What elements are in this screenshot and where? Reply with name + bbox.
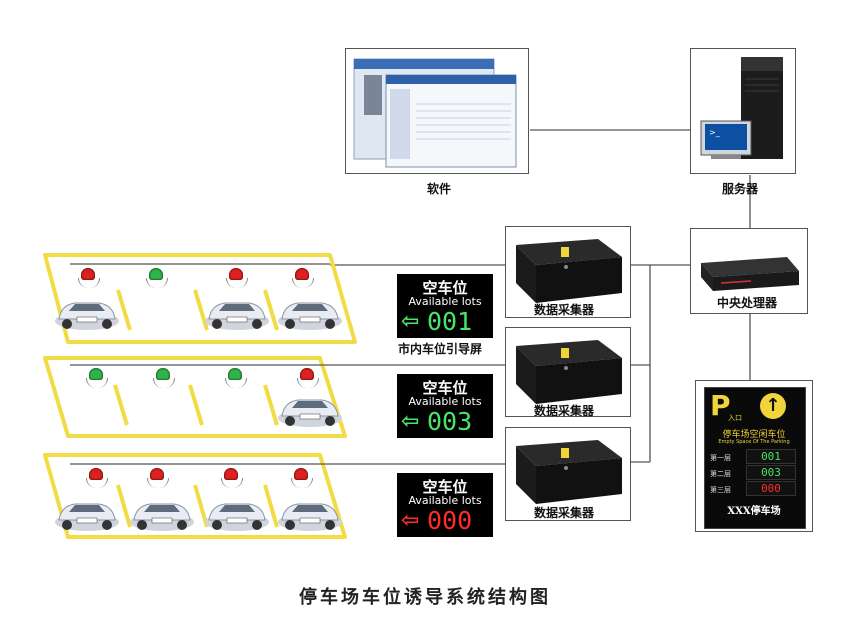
floor-count: 001: [746, 449, 796, 464]
space-indicator-red-icon: [295, 268, 309, 280]
server-panel: >_: [690, 48, 796, 174]
outdoor-sign-panel: P 入口 ↑ 停车场空闲车位 Empty Space Of The Parkin…: [695, 380, 813, 532]
left-arrow-icon: ⇦: [401, 309, 420, 334]
outdoor-sign-header-en: Empty Space Of The Parking: [718, 439, 790, 445]
floor-label: 第一层: [710, 454, 731, 462]
space-indicator-green-icon: [89, 368, 103, 380]
collector-label-3: 数据采集器: [534, 506, 595, 520]
collector-label-1: 数据采集器: [534, 303, 595, 317]
up-arrow-icon: ↑: [760, 393, 786, 419]
svg-text:>_: >_: [709, 128, 721, 137]
car-icon: [54, 503, 120, 532]
cpu-icon: [701, 257, 799, 291]
sign-subtitle: Available lots: [408, 494, 482, 507]
car-icon: [277, 302, 343, 331]
car-icon: [277, 399, 343, 428]
collector-icon: [516, 440, 622, 504]
sign-subtitle: Available lots: [408, 295, 482, 308]
space-indicator-green-icon: [228, 368, 242, 380]
guidance-screen-label: 市内车位引导屏: [398, 342, 483, 356]
space-indicator-red-icon: [224, 468, 238, 480]
space-indicator-red-icon: [150, 468, 164, 480]
left-arrow-icon: ⇦: [401, 508, 420, 533]
server-label: 服务器: [722, 182, 759, 196]
floor-label: 第二层: [710, 470, 731, 478]
guidance-sign-2: 空车位 Available lots ⇦ 003: [397, 374, 493, 438]
car-icon: [129, 503, 195, 532]
car-icon: [204, 503, 270, 532]
server-icon: >_: [700, 57, 783, 159]
parking-row-3-outline: [43, 453, 347, 539]
guidance-sign-3: 空车位 Available lots ⇦ 000: [397, 473, 493, 537]
collector-panel-3: [505, 427, 631, 521]
space-indicator-red-icon: [294, 468, 308, 480]
floor-count: 000: [746, 481, 796, 496]
cpu-label: 中央处理器: [717, 296, 778, 310]
software-label: 软件: [427, 182, 452, 196]
floor-count: 003: [746, 465, 796, 480]
outdoor-sign-header: 停车场空闲车位: [722, 430, 786, 440]
space-indicator-red-icon: [229, 268, 243, 280]
floor-label: 第三层: [710, 486, 731, 494]
sign-count: 000: [427, 506, 473, 535]
collector-panel-2: [505, 327, 631, 417]
space-indicator-red-icon: [89, 468, 103, 480]
sign-title: 空车位: [422, 279, 468, 297]
collector-icon: [516, 239, 622, 303]
parking-rows: [43, 253, 357, 539]
space-indicator-green-icon: [149, 268, 163, 280]
software-screenshot-icon: [353, 58, 517, 168]
sign-title: 空车位: [422, 478, 468, 496]
car-icon: [277, 503, 343, 532]
sign-count: 003: [427, 407, 473, 436]
entrance-text: 入口: [728, 414, 742, 422]
left-arrow-icon: ⇦: [401, 409, 420, 434]
parking-row-2-outline: [43, 356, 347, 438]
guidance-sign-1: 空车位 Available lots ⇦ 001: [397, 274, 493, 338]
collector-icon: [516, 340, 622, 404]
software-panel: [345, 48, 529, 174]
sign-title: 空车位: [422, 379, 468, 397]
diagram-title: 停车场车位诱导系统结构图: [299, 587, 551, 608]
collector-label-2: 数据采集器: [534, 404, 595, 418]
cpu-panel: [690, 228, 808, 314]
space-indicator-red-icon: [81, 268, 95, 280]
space-indicator-red-icon: [300, 368, 314, 380]
space-indicator-green-icon: [156, 368, 170, 380]
parking-p-letter: P: [710, 389, 731, 422]
sign-count: 001: [427, 307, 473, 336]
sign-subtitle: Available lots: [408, 395, 482, 408]
cars-layer: [54, 302, 343, 532]
collector-panel-1: [505, 226, 631, 318]
car-icon: [54, 302, 120, 331]
car-icon: [204, 302, 270, 331]
outdoor-sign-footer: XXX停车场: [727, 506, 781, 517]
